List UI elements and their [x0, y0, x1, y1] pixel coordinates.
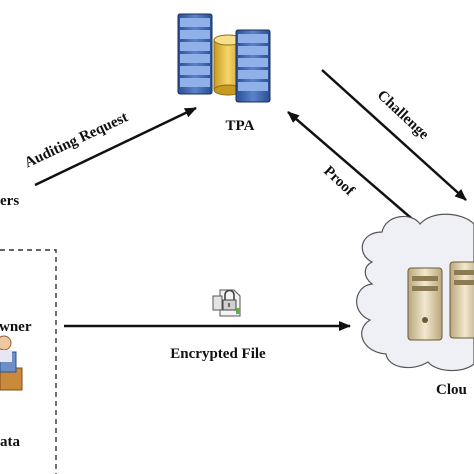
auditing-request-label: Auditing Request [22, 109, 130, 171]
encrypted-file-label: Encrypted File [170, 346, 266, 362]
owner-label: wner [0, 319, 32, 335]
server-rack-icon [177, 13, 213, 95]
challenge-label: Challenge [374, 87, 432, 143]
user-at-computer-icon [0, 335, 23, 391]
auditing-request-arrow [34, 106, 197, 187]
lock-file-icon [212, 289, 241, 317]
cloud-server-icon [407, 261, 474, 341]
owner-dashed-box [0, 249, 57, 474]
proof-arrow [287, 111, 419, 225]
challenge-arrow [321, 69, 467, 201]
tpa-server-group [177, 13, 271, 103]
server-rack-icon [235, 29, 271, 103]
users-label: ers [0, 193, 19, 209]
cloud-label: Clou [436, 382, 467, 398]
tpa-label: TPA [226, 118, 255, 134]
data-label: ata [0, 434, 20, 450]
